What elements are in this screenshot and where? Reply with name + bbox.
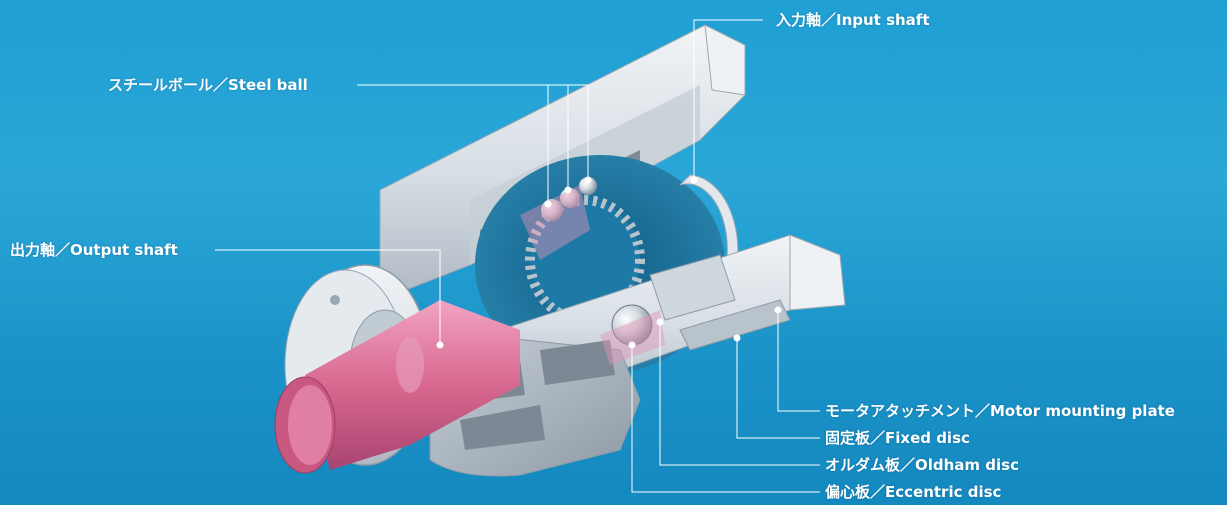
leader-oldham-disc	[659, 322, 820, 466]
label-input-shaft: 入力軸／Input shaft	[776, 11, 930, 29]
leader-motor-plate	[777, 310, 820, 412]
leader-output-shaft	[215, 249, 441, 345]
output-shaft	[274, 300, 520, 474]
eccentric-accents	[520, 185, 665, 365]
leader-lines	[215, 19, 820, 493]
leader-input-shaft	[693, 19, 763, 180]
label-oldham-disc: オルダム板／Oldham disc	[825, 456, 1019, 474]
leader-dots	[436, 176, 782, 349]
leader-eccentric-disc	[631, 345, 820, 493]
label-steel-ball: スチールボール／Steel ball	[108, 76, 308, 94]
label-fixed-disc: 固定板／Fixed disc	[825, 429, 970, 447]
label-motor-mounting-plate: モータアタッチメント／Motor mounting plate	[825, 402, 1175, 420]
leader-steel-ball	[357, 84, 589, 180]
label-output-shaft: 出力軸／Output shaft	[10, 241, 178, 259]
label-eccentric-disc: 偏心板／Eccentric disc	[825, 483, 1002, 501]
leader-fixed-disc	[736, 338, 820, 439]
